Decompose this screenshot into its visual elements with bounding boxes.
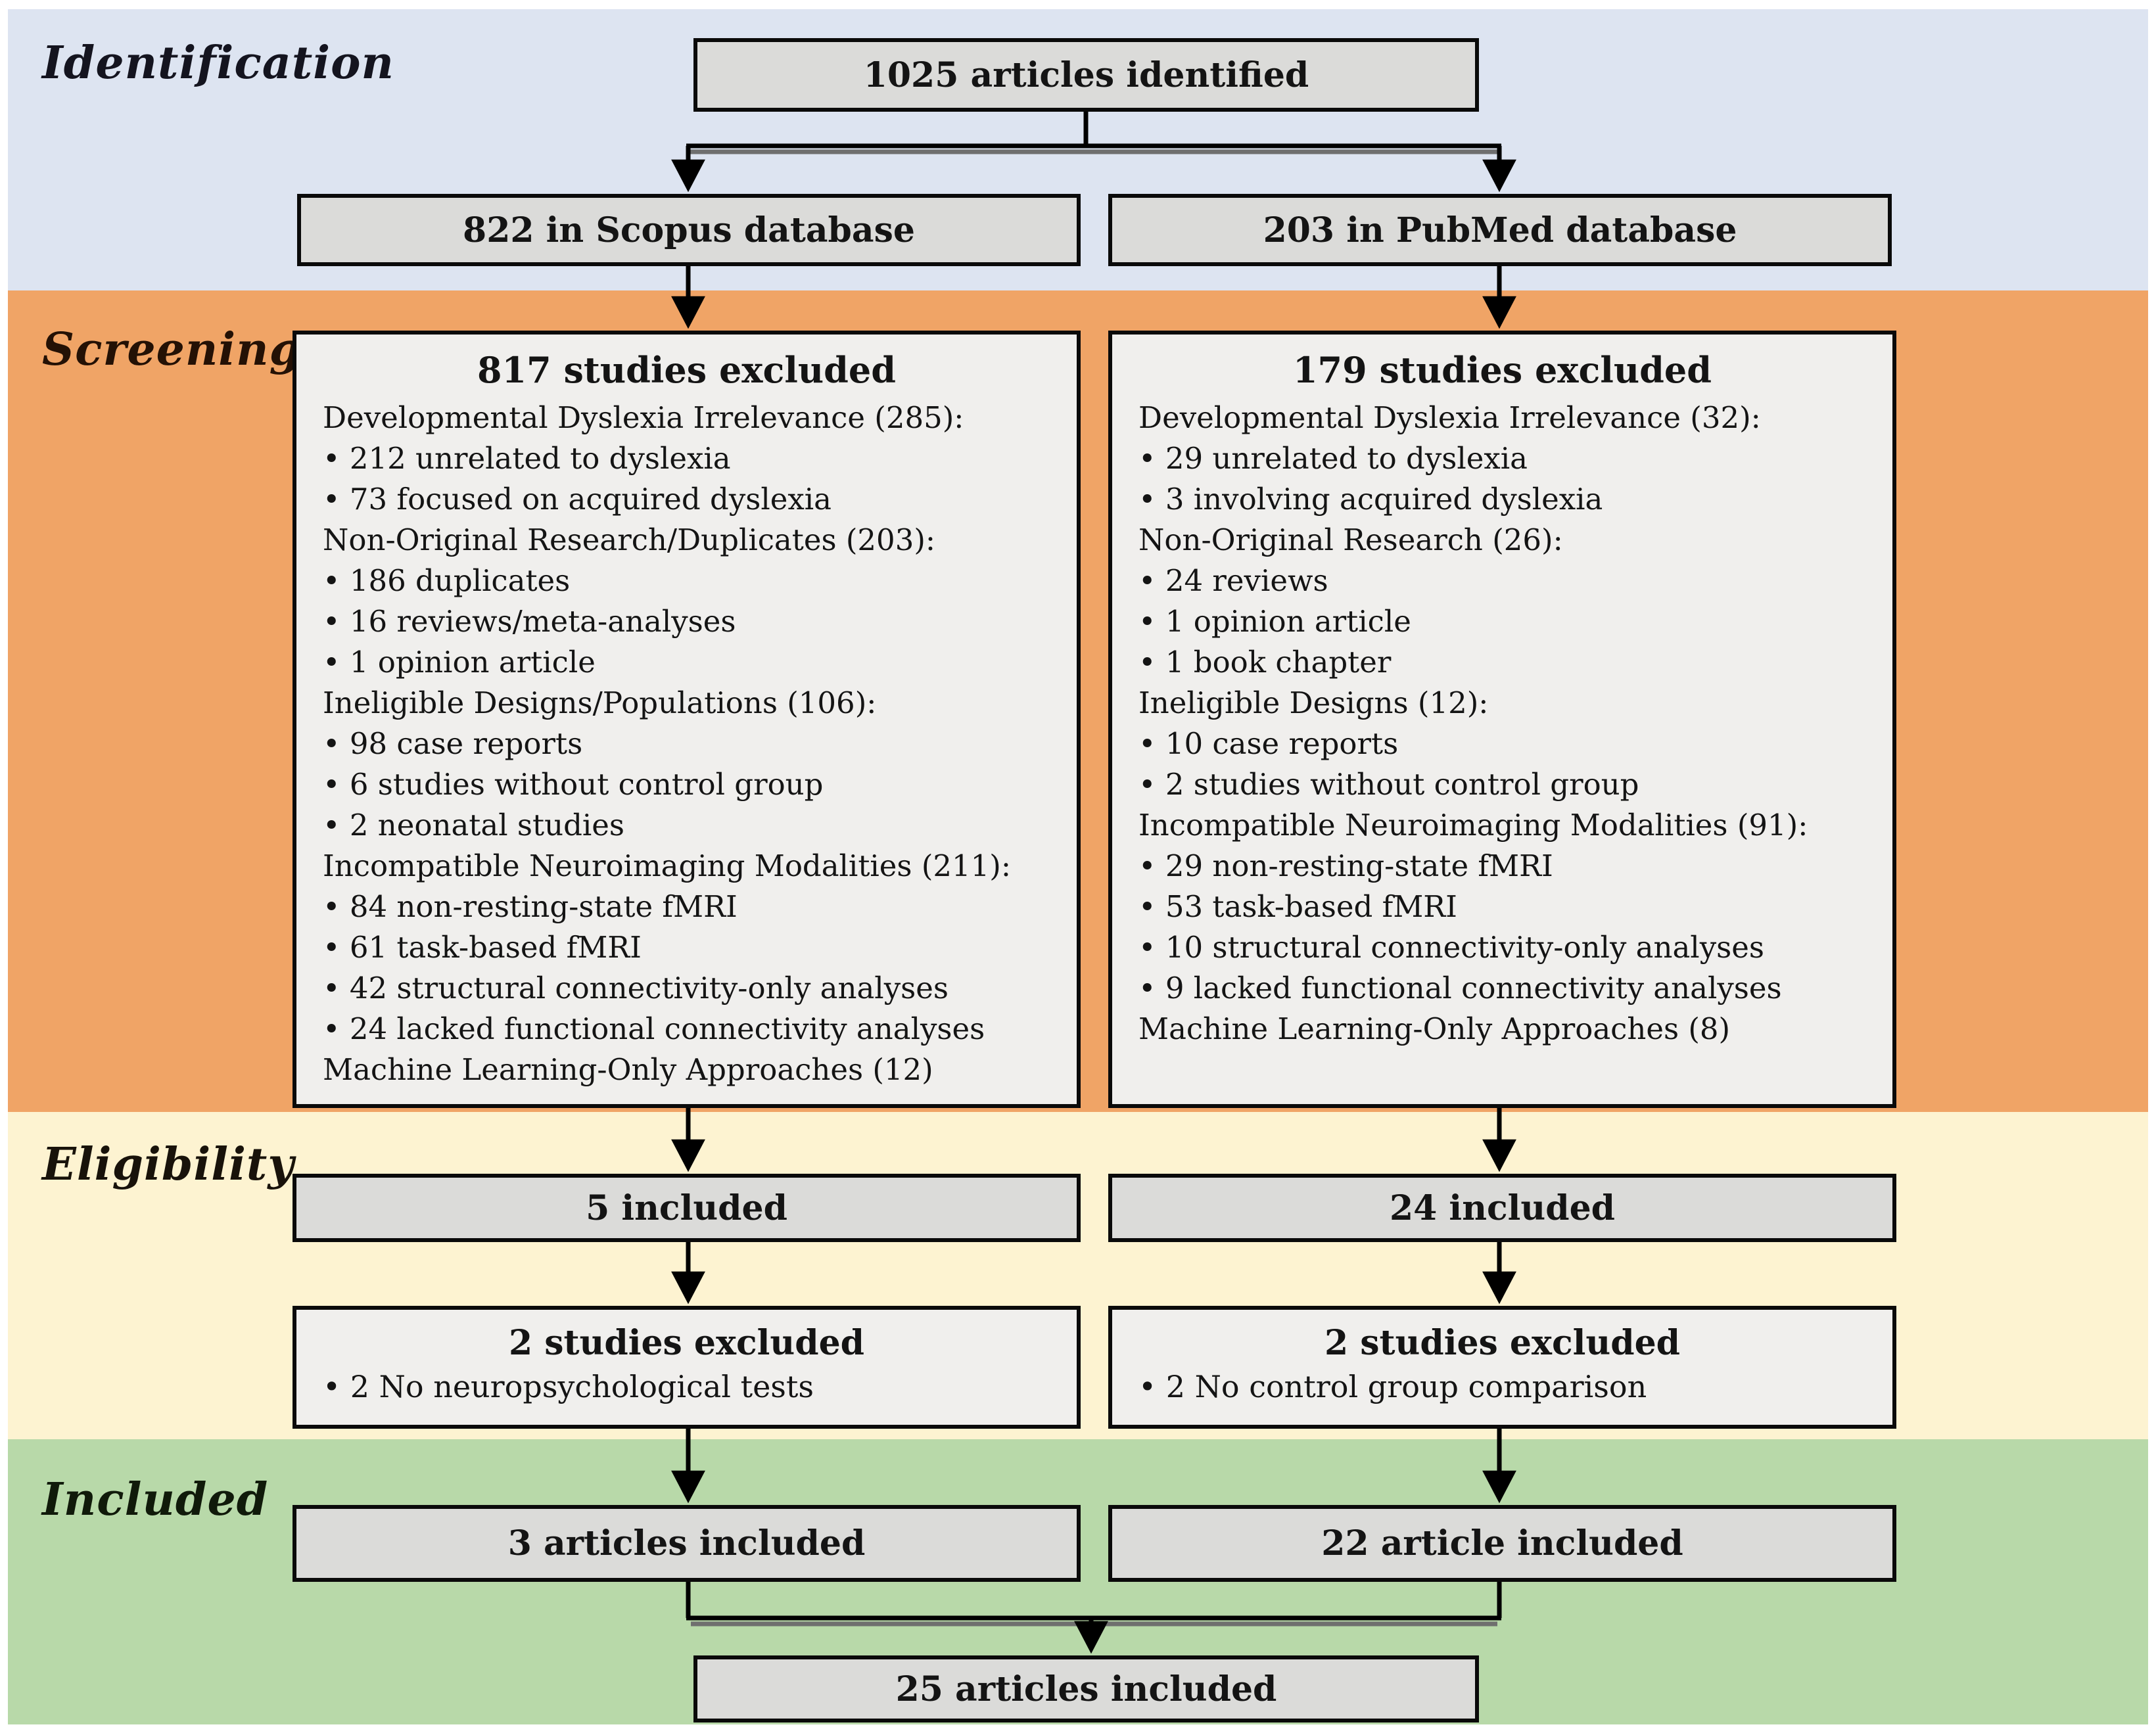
exclusion-reason-line: Incompatible Neuroimaging Modalities (21… — [323, 848, 1011, 883]
box-scopus-database: 822 in Scopus database — [297, 194, 1081, 266]
box-screening-excluded-pubmed: 179 studies excluded Developmental Dysle… — [1108, 331, 1896, 1108]
exclusion-reason-line: Machine Learning-Only Approaches (8) — [1138, 1011, 1731, 1046]
exclusion-reason-line: • 29 non-resting-state fMRI — [1138, 848, 1553, 883]
stage-label-included: Included — [42, 1473, 269, 1526]
scopus-count-text: 822 in Scopus database — [463, 210, 915, 250]
exclusion-reason-line: Non-Original Research/Duplicates (203): — [323, 522, 936, 557]
articles-identified-text: 1025 articles identified — [863, 55, 1309, 95]
eligibility-excluded-left-title: 2 studies excluded — [508, 1323, 865, 1363]
box-included-pubmed: 22 article included — [1108, 1505, 1896, 1582]
exclusion-reason-line: Developmental Dyslexia Irrelevance (32): — [1138, 400, 1761, 435]
exclusion-reason-line: • 2 neonatal studies — [323, 808, 624, 843]
exclusion-reason-line: • 10 case reports — [1138, 726, 1399, 761]
exclusion-reason-line: • 186 duplicates — [323, 563, 571, 598]
box-articles-identified: 1025 articles identified — [693, 38, 1479, 112]
box-eligibility-included-scopus: 5 included — [293, 1174, 1081, 1242]
included-right-text: 22 article included — [1321, 1523, 1683, 1563]
box-total-included: 25 articles included — [693, 1655, 1479, 1722]
exclusion-reason-line: • 1 opinion article — [323, 645, 596, 680]
included-left-text: 3 articles included — [507, 1523, 866, 1563]
exclusion-reason-line: • 9 lacked functional connectivity analy… — [1138, 971, 1782, 1005]
exclusion-reason-line: Ineligible Designs/Populations (106): — [323, 685, 877, 720]
stage-label-screening: Screening — [42, 323, 302, 376]
screening-right-title: 179 studies excluded — [1292, 349, 1712, 391]
screening-left-title: 817 studies excluded — [477, 349, 897, 391]
exclusion-reason-line: • 53 task-based fMRI — [1138, 889, 1457, 924]
exclusion-reason-line: Ineligible Designs (12): — [1138, 685, 1489, 720]
stage-label-eligibility: Eligibility — [42, 1138, 294, 1191]
exclusion-reason-line: • 2 No neuropsychological tests — [323, 1369, 814, 1404]
eligibility-excluded-right-reasons: • 2 No control group comparison — [1138, 1367, 1866, 1406]
exclusion-reason-line: • 61 task-based fMRI — [323, 930, 642, 965]
eligibility-excluded-left-reasons: • 2 No neuropsychological tests — [323, 1367, 1050, 1406]
box-pubmed-database: 203 in PubMed database — [1108, 194, 1892, 266]
screening-right-reasons: Developmental Dyslexia Irrelevance (32):… — [1138, 398, 1866, 1050]
exclusion-reason-line: Non-Original Research (26): — [1138, 522, 1563, 557]
exclusion-reason-line: Incompatible Neuroimaging Modalities (91… — [1138, 808, 1808, 843]
exclusion-reason-line: • 1 book chapter — [1138, 645, 1392, 680]
box-eligibility-excluded-pubmed: 2 studies excluded • 2 No control group … — [1108, 1306, 1896, 1429]
exclusion-reason-line: Machine Learning-Only Approaches (12) — [323, 1052, 933, 1087]
exclusion-reason-line: • 29 unrelated to dyslexia — [1138, 441, 1528, 476]
box-eligibility-included-pubmed: 24 included — [1108, 1174, 1896, 1242]
eligibility-excluded-right-title: 2 studies excluded — [1324, 1323, 1681, 1363]
exclusion-reason-line: • 24 lacked functional connectivity anal… — [323, 1011, 985, 1046]
exclusion-reason-line: • 98 case reports — [323, 726, 583, 761]
exclusion-reason-line: • 24 reviews — [1138, 563, 1328, 598]
screening-left-reasons: Developmental Dyslexia Irrelevance (285)… — [323, 398, 1050, 1090]
exclusion-reason-line: • 42 structural connectivity-only analys… — [323, 971, 949, 1005]
exclusion-reason-line: • 10 structural connectivity-only analys… — [1138, 930, 1764, 965]
exclusion-reason-line: • 16 reviews/meta-analyses — [323, 604, 736, 639]
box-screening-excluded-scopus: 817 studies excluded Developmental Dysle… — [293, 331, 1081, 1108]
exclusion-reason-line: • 1 opinion article — [1138, 604, 1411, 639]
stage-label-identification: Identification — [42, 37, 394, 89]
exclusion-reason-line: • 2 No control group comparison — [1138, 1369, 1647, 1404]
exclusion-reason-line: • 73 focused on acquired dyslexia — [323, 482, 832, 517]
eligibility-right-text: 24 included — [1389, 1188, 1616, 1228]
total-included-text: 25 articles included — [895, 1669, 1277, 1709]
exclusion-reason-line: • 2 studies without control group — [1138, 767, 1639, 802]
box-included-scopus: 3 articles included — [293, 1505, 1081, 1582]
exclusion-reason-line: • 84 non-resting-state fMRI — [323, 889, 738, 924]
exclusion-reason-line: • 3 involving acquired dyslexia — [1138, 482, 1603, 517]
exclusion-reason-line: Developmental Dyslexia Irrelevance (285)… — [323, 400, 964, 435]
pubmed-count-text: 203 in PubMed database — [1263, 210, 1737, 250]
eligibility-left-text: 5 included — [586, 1188, 787, 1228]
box-eligibility-excluded-scopus: 2 studies excluded • 2 No neuropsycholog… — [293, 1306, 1081, 1429]
exclusion-reason-line: • 6 studies without control group — [323, 767, 824, 802]
exclusion-reason-line: • 212 unrelated to dyslexia — [323, 441, 731, 476]
